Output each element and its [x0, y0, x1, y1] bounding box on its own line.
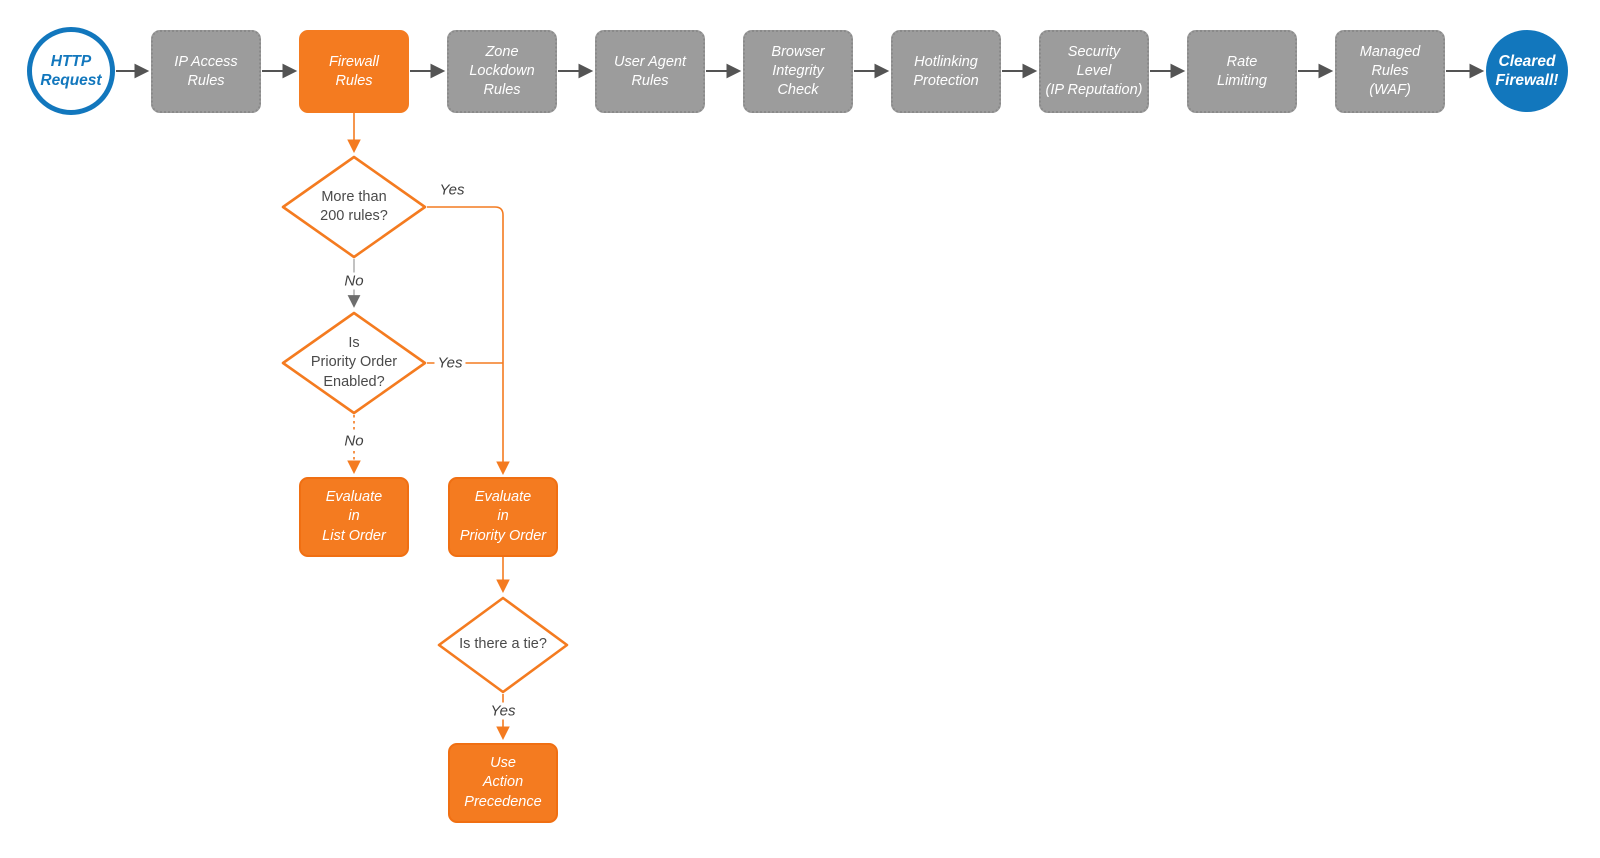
node-label: Security Level (IP Reputation): [1045, 44, 1143, 98]
node-ip-access-rules: IP Access Rules: [151, 30, 261, 113]
node-zone-lockdown-rules: Zone Lockdown Rules: [447, 30, 557, 113]
node-label: Browser Integrity Check: [771, 44, 825, 98]
node-label: Firewall Rules: [329, 53, 379, 89]
node-security-level: Security Level (IP Reputation): [1039, 30, 1149, 113]
decision-label: Is there a tie?: [459, 636, 547, 653]
node-managed-rules-waf: Managed Rules (WAF): [1335, 30, 1445, 113]
decision-is-there-a-tie: Is there a tie?: [437, 596, 569, 694]
node-label: Evaluate in List Order: [322, 488, 386, 544]
node-rate-limiting: Rate Limiting: [1187, 30, 1297, 113]
node-label: Rate Limiting: [1217, 53, 1267, 89]
node-label: IP Access Rules: [174, 53, 238, 89]
node-label: Use Action Precedence: [464, 754, 542, 810]
node-label: Hotlinking Protection: [913, 53, 979, 89]
node-user-agent-rules: User Agent Rules: [595, 30, 705, 113]
edge-yes-to-priority-order: [427, 206, 510, 476]
action-use-action-precedence: Use Action Precedence: [448, 743, 558, 823]
node-hotlinking-protection: Hotlinking Protection: [891, 30, 1001, 113]
node-browser-integrity-check: Browser Integrity Check: [743, 30, 853, 113]
action-evaluate-priority-order: Evaluate in Priority Order: [448, 477, 558, 557]
diamond-shape: [281, 311, 427, 415]
decision-label: More than 200 rules?: [320, 188, 388, 224]
node-label: HTTP Request: [40, 52, 102, 89]
node-label: Managed Rules (WAF): [1359, 44, 1421, 98]
node-label: Zone Lockdown Rules: [469, 44, 535, 98]
decision-label: Is Priority Order Enabled?: [310, 335, 398, 390]
edge-label-yes-tie: Yes: [487, 702, 519, 720]
node-cleared-firewall: Cleared Firewall!: [1486, 30, 1568, 112]
node-http-request: HTTP Request: [27, 27, 115, 115]
node-label: Cleared Firewall!: [1495, 52, 1559, 89]
edge-label-no-200-rules: No: [341, 272, 367, 290]
node-label: Evaluate in Priority Order: [459, 488, 547, 544]
diamond-shape: [281, 155, 427, 259]
edge-label-no-priority-enabled: No: [341, 432, 367, 450]
decision-priority-order-enabled: Is Priority Order Enabled?: [281, 311, 427, 415]
decision-more-than-200-rules: More than 200 rules?: [281, 155, 427, 259]
node-firewall-rules: Firewall Rules: [299, 30, 409, 113]
edge-label-yes-priority-enabled: Yes: [434, 354, 466, 372]
edge-label-yes-200-rules: Yes: [436, 181, 468, 199]
node-label: User Agent Rules: [614, 53, 686, 89]
diamond-shape: [437, 596, 569, 694]
action-evaluate-list-order: Evaluate in List Order: [299, 477, 409, 557]
